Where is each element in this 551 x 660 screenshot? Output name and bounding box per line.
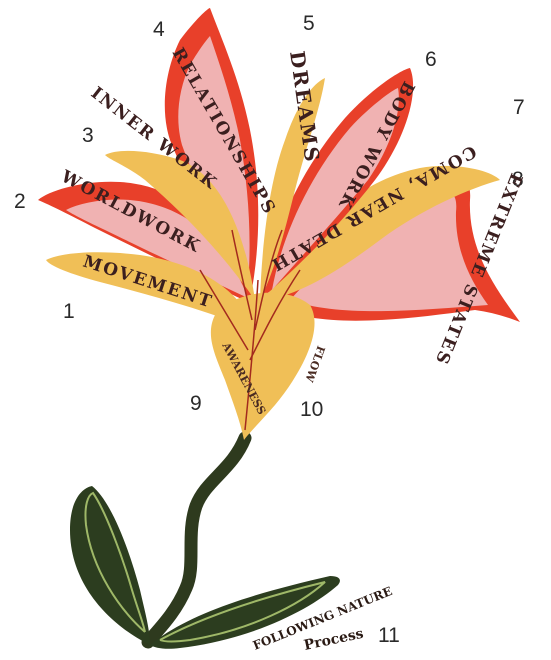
number-2: 2 (14, 190, 26, 213)
left-leaf (70, 486, 150, 645)
number-7: 7 (513, 96, 525, 119)
number-10: 10 (300, 398, 323, 421)
number-9: 9 (190, 392, 202, 415)
number-3: 3 (82, 124, 94, 147)
number-5: 5 (303, 12, 315, 35)
number-1: 1 (63, 300, 75, 323)
number-11: 11 (378, 624, 400, 647)
number-4: 4 (153, 18, 165, 41)
number-6: 6 (425, 48, 437, 71)
